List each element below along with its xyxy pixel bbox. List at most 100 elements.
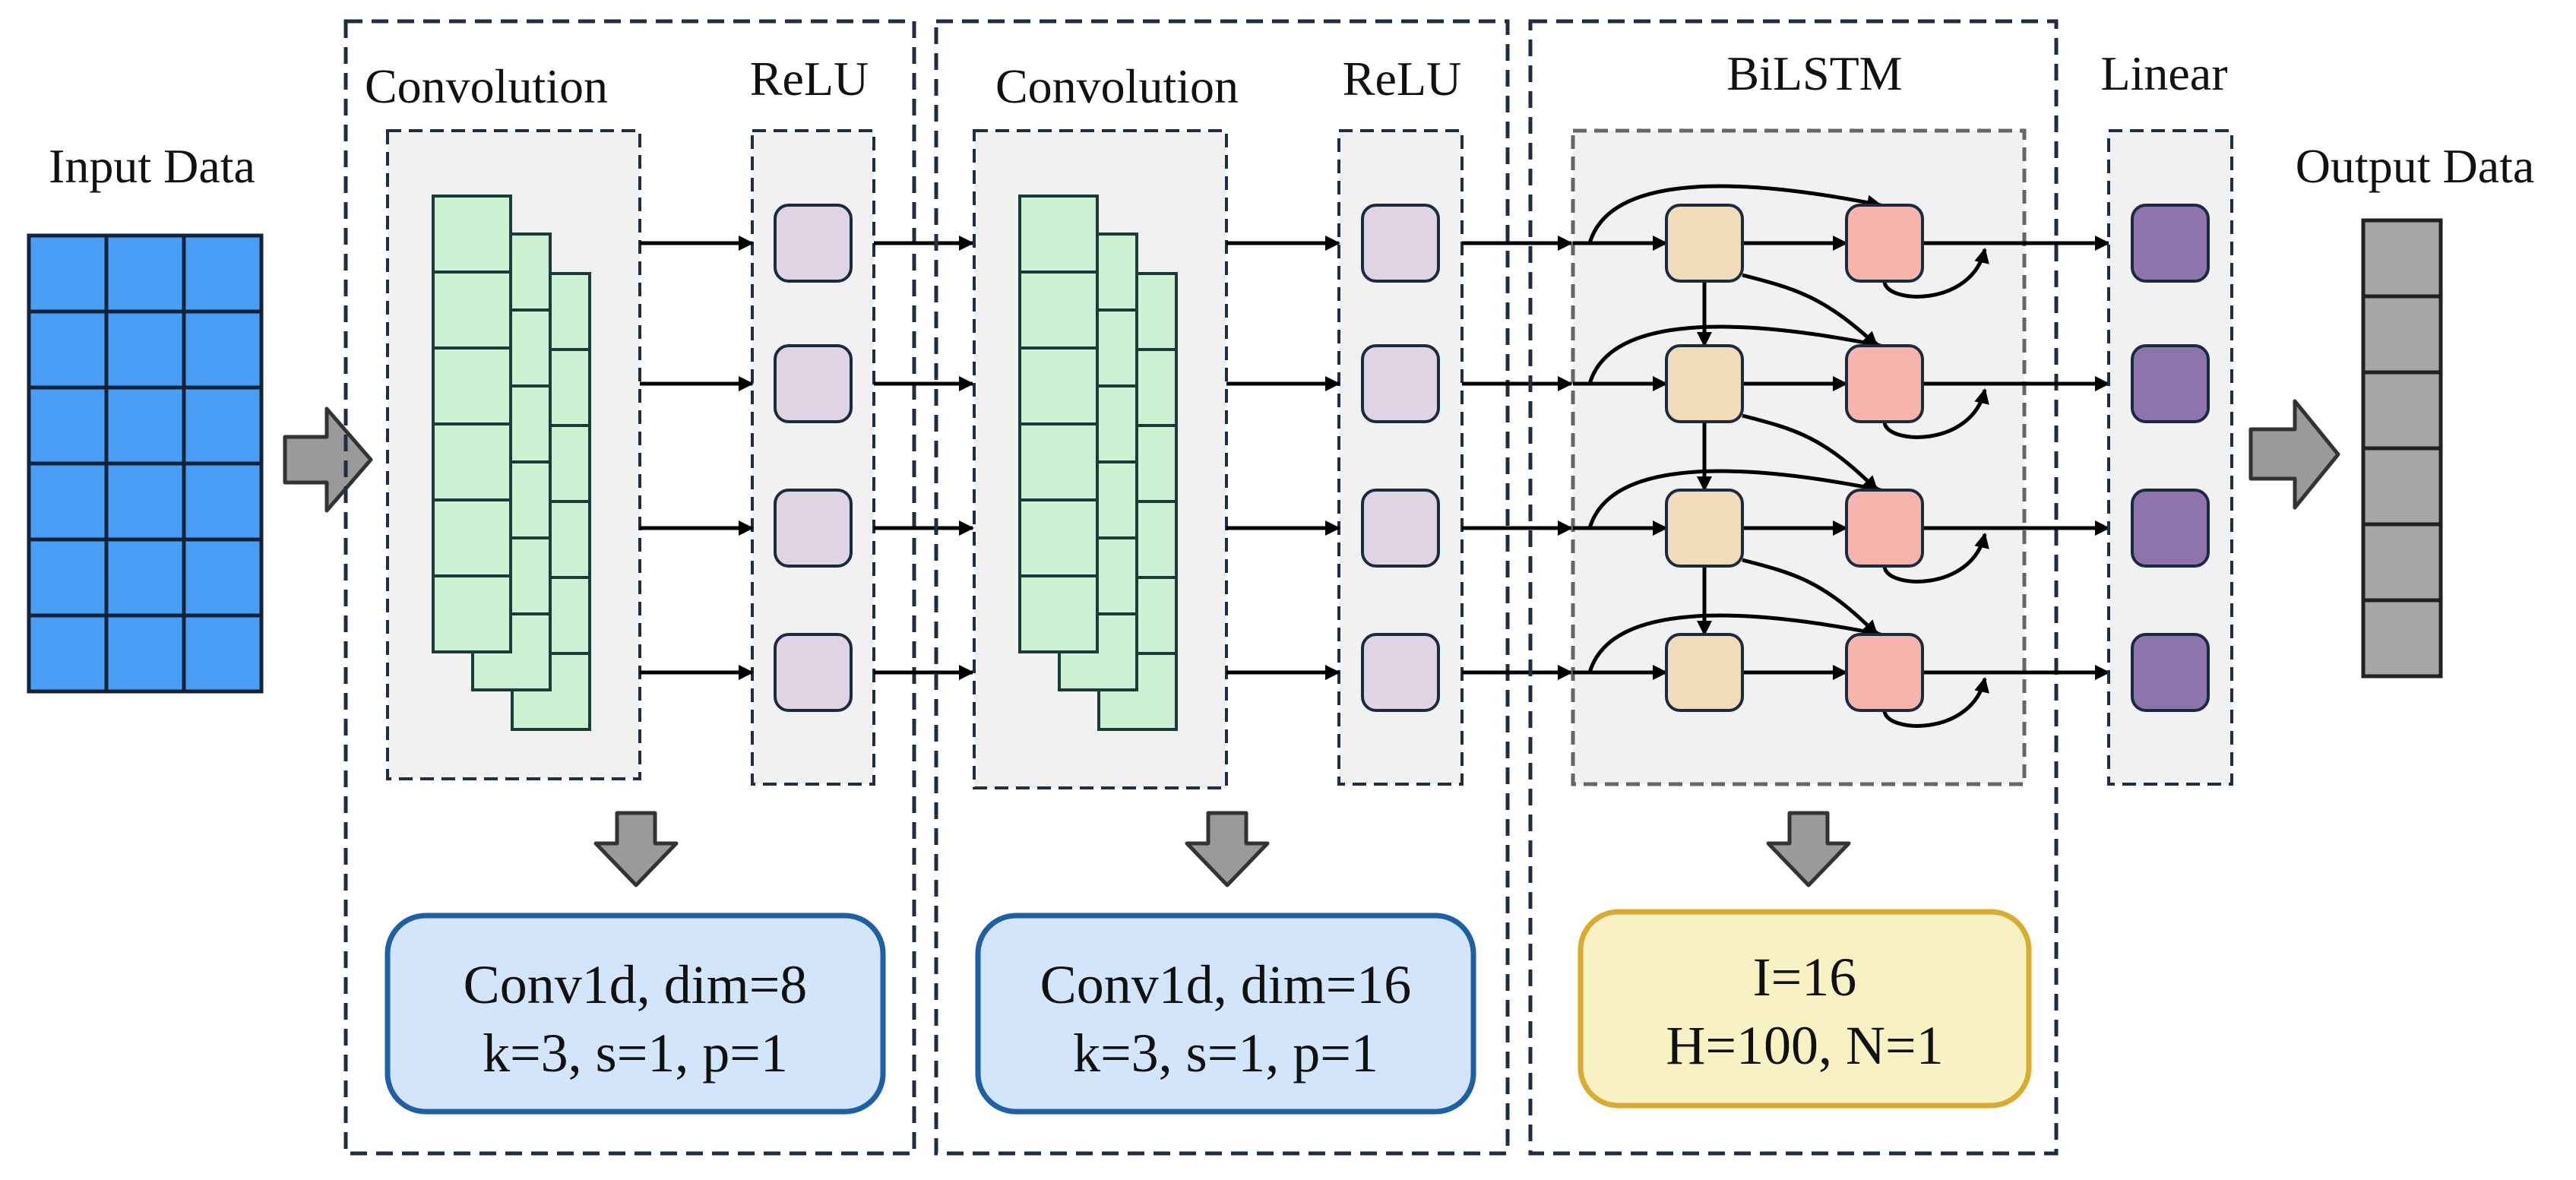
- conv-block-2-down-arrow: [1185, 811, 1270, 887]
- output-cell: [2361, 218, 2443, 299]
- relu-cell: [774, 204, 853, 283]
- input-cell: [182, 233, 264, 314]
- conv-feature-cell: [1018, 195, 1099, 274]
- linear-cell: [2131, 344, 2210, 423]
- lstm-backward-return-arrow: [1882, 677, 1989, 728]
- relu-block-1-cells: [774, 204, 853, 712]
- linear-cell: [2131, 633, 2210, 712]
- conv-block-1-config-line-1: Conv1d, dim=8: [464, 954, 808, 1015]
- lstm-backward-return-arrow: [1882, 388, 1989, 439]
- lstm-backward-return-arrow: [1882, 533, 1989, 584]
- input-cell: [27, 537, 109, 618]
- output-cell: [2361, 598, 2443, 679]
- conv-block-2-frame: [934, 19, 1510, 1156]
- input-cell: [182, 537, 264, 618]
- relu-cell: [774, 344, 853, 423]
- lstm-skip-arrow: [1587, 613, 1882, 673]
- lstm-forward-cell: [1665, 344, 1744, 423]
- conv-block-2-title: Convolution: [995, 59, 1239, 113]
- bilstm-down-arrow: [1766, 811, 1851, 887]
- conv-block-1-feature-maps: [432, 195, 591, 731]
- conv-block-2-config-line-1: Conv1d, dim=16: [1040, 954, 1412, 1015]
- lstm-cross-arrow: [1742, 558, 1878, 636]
- relu-cell: [1361, 204, 1440, 283]
- input-cell: [27, 233, 109, 314]
- relu-cell: [1361, 633, 1440, 712]
- output-cell: [2361, 294, 2443, 375]
- conv-feature-cell: [1018, 346, 1099, 425]
- conv-block-1-config-box: [385, 913, 886, 1115]
- bilstm-config-box: [1578, 909, 2032, 1109]
- linear-cell: [2131, 204, 2210, 283]
- lstm-skip-arrow: [1587, 184, 1882, 244]
- lstm-forward-cell: [1665, 633, 1744, 712]
- input-cell: [27, 613, 109, 694]
- input-cell: [104, 461, 186, 542]
- lstm-cross-arrow: [1742, 273, 1878, 347]
- conv-block-1-title: Convolution: [365, 59, 608, 113]
- linear-cell: [2131, 489, 2210, 568]
- conv-feature-cell: [432, 498, 512, 577]
- output-cell: [2361, 446, 2443, 527]
- conv-feature-cell: [1018, 498, 1099, 577]
- lstm-backward-cell: [1845, 489, 1924, 568]
- output-cell: [2361, 370, 2443, 451]
- conv-block-1-config-line-2: k=3, s=1, p=1: [483, 1023, 788, 1084]
- input-cell: [104, 613, 186, 694]
- conv-block-1-arrows: [640, 236, 974, 680]
- conv-block-2-feature-maps: [1018, 195, 1178, 731]
- lstm-backward-cell: [1845, 204, 1924, 283]
- output-data-label: Output Data: [2296, 139, 2535, 193]
- relu-block-1-title: ReLU: [750, 52, 869, 106]
- bilstm-config-line-2: H=100, N=1: [1666, 1015, 1943, 1076]
- lstm-skip-arrow: [1587, 324, 1882, 384]
- lstm-forward-cell: [1665, 489, 1744, 568]
- conv-block-2-config-box: [975, 913, 1476, 1115]
- input-cell: [27, 385, 109, 466]
- lstm-backward-cell: [1845, 344, 1924, 423]
- conv-feature-cell: [432, 574, 512, 653]
- input-cell: [104, 537, 186, 618]
- bilstm-panel: [1571, 128, 2027, 786]
- bilstm-block-frame: [1528, 19, 2059, 1156]
- conv-feature-cell: [432, 270, 512, 350]
- output-data-column: [2361, 218, 2443, 679]
- conv-feature-cell: [432, 422, 512, 501]
- conv-block-2-config-line-2: k=3, s=1, p=1: [1073, 1023, 1378, 1084]
- relu-cell: [1361, 489, 1440, 568]
- conv-block-2-arrows: [1226, 236, 1573, 680]
- lstm-backward-cell: [1845, 633, 1924, 712]
- input-cell: [104, 309, 186, 390]
- input-cell: [104, 233, 186, 314]
- lstm-forward-cell: [1665, 204, 1744, 283]
- input-cell: [182, 461, 264, 542]
- relu-cell: [774, 489, 853, 568]
- bilstm-cell-graph: [1573, 184, 2110, 728]
- input-data-label: Input Data: [49, 139, 255, 193]
- linear-title: Linear: [2101, 46, 2228, 100]
- conv-feature-cell: [1018, 574, 1099, 653]
- linear-to-output-arrow: [2248, 399, 2340, 510]
- input-cell: [182, 309, 264, 390]
- relu-block-2-cells: [1361, 204, 1440, 712]
- input-cell: [27, 309, 109, 390]
- output-cell: [2361, 522, 2443, 603]
- bilstm-title: BiLSTM: [1726, 46, 1902, 100]
- input-cell: [182, 613, 264, 694]
- input-cell: [104, 385, 186, 466]
- conv-feature-cell: [432, 195, 512, 274]
- conv-feature-cell: [1018, 422, 1099, 501]
- lstm-cross-arrow: [1742, 413, 1878, 492]
- conv-feature-cell: [1018, 270, 1099, 350]
- lstm-backward-return-arrow: [1882, 248, 1989, 299]
- relu-block-2-title: ReLU: [1343, 52, 1461, 106]
- input-to-conv-arrow: [283, 407, 373, 513]
- conv-block-1-frame: [343, 19, 916, 1156]
- lstm-skip-arrow: [1587, 469, 1882, 529]
- relu-cell: [1361, 344, 1440, 423]
- input-data-grid: [27, 233, 264, 694]
- input-cell: [182, 385, 264, 466]
- conv-feature-cell: [432, 346, 512, 425]
- conv-block-1-down-arrow: [593, 811, 679, 887]
